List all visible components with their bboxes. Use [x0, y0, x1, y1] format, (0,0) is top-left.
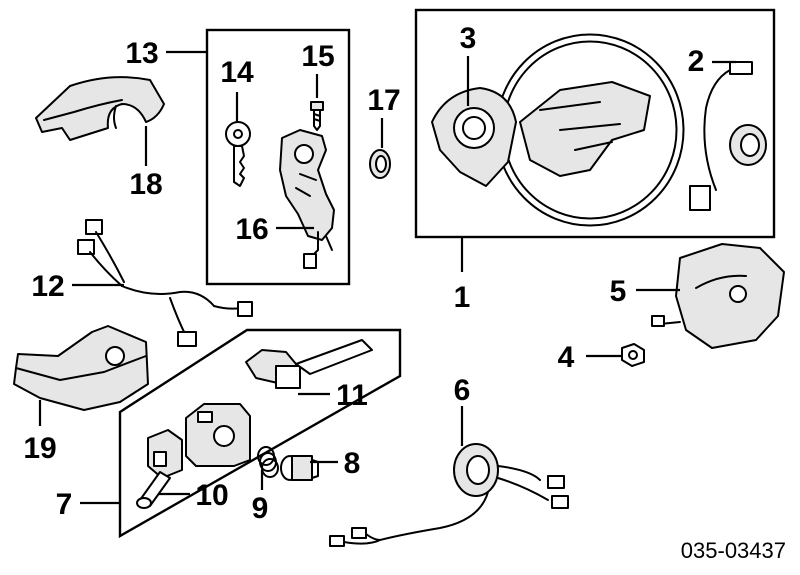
screw — [310, 101, 324, 131]
steering-wheel — [431, 33, 685, 227]
callout-8: 8 — [344, 447, 361, 480]
cable-reel — [329, 443, 569, 547]
callout-16: 16 — [235, 213, 268, 246]
bulb-socket — [280, 455, 319, 481]
callout-11: 11 — [336, 379, 368, 412]
callout-13: 13 — [125, 37, 158, 70]
steering-wheel-group-box — [414, 8, 776, 239]
callout-7: 7 — [56, 488, 73, 521]
ring — [369, 149, 391, 179]
horn-harness — [689, 61, 767, 211]
callout-2: 2 — [688, 45, 705, 78]
callout-18: 18 — [129, 168, 162, 201]
callout-15: 15 — [301, 40, 334, 73]
wiper-switch — [245, 339, 373, 389]
ignition-group-box — [205, 28, 351, 286]
combination-switch-group-box — [118, 328, 402, 539]
callout-17: 17 — [367, 84, 400, 117]
callout-19: 19 — [23, 432, 56, 465]
lower-column-cover — [13, 325, 149, 411]
spring — [257, 446, 279, 478]
turn-signal-switch — [136, 429, 183, 509]
callout-3: 3 — [460, 22, 477, 55]
diagram-code: 035-03437 — [681, 538, 786, 563]
airbag-module — [651, 243, 785, 349]
callout-5: 5 — [610, 275, 627, 308]
callout-6: 6 — [454, 374, 471, 407]
ignition-switch — [279, 129, 335, 269]
callout-14: 14 — [220, 56, 254, 89]
callout-1: 1 — [454, 281, 471, 314]
nut — [621, 343, 645, 367]
callout-10: 10 — [195, 479, 228, 512]
wire-harness — [77, 219, 253, 347]
callout-4: 4 — [558, 341, 575, 374]
upper-column-cover — [35, 76, 165, 141]
callout-12: 12 — [31, 270, 64, 303]
switch-body — [185, 403, 251, 467]
ignition-key — [225, 121, 251, 187]
callout-9: 9 — [252, 492, 269, 525]
